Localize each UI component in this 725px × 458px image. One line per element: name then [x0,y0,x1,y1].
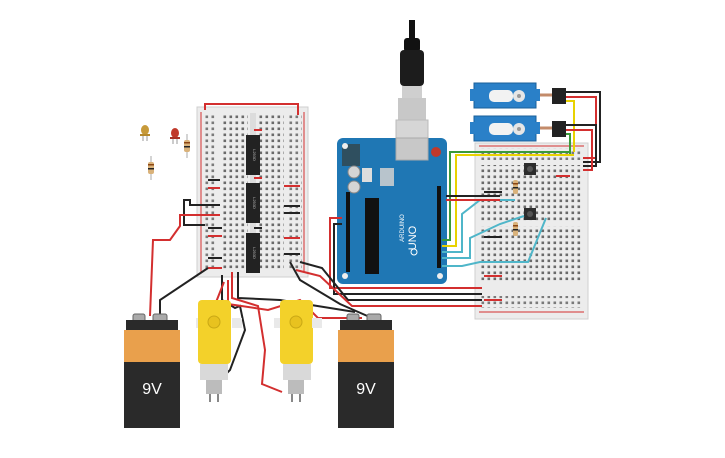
resistor-4 [513,222,518,236]
arduino-uno: ARDUINO UNO [337,137,447,284]
usb-cable [395,20,429,139]
chip-label: L293D [252,197,257,209]
push-button-2 [524,208,536,220]
motor-driver-chip-3: L293D [246,233,260,273]
battery-right: 9V [338,313,394,428]
dc-motor-left [196,300,242,402]
arduino-model-label: UNO [407,225,419,250]
resistor-3 [513,180,518,194]
servo-top [470,82,566,109]
resistor-1 [184,134,190,158]
motor-driver-chip-2: L293D [246,183,260,223]
led-orange [140,125,150,141]
servo-bottom [470,115,566,142]
chip-label: L293D [252,149,257,161]
led-red [170,128,180,144]
push-button-1 [524,163,536,175]
servo-wires [566,91,601,171]
chip-label: L293D [252,247,257,259]
power-wires [237,217,482,313]
dc-motor-right [274,300,322,402]
left-breadboard-jumpers [208,129,300,269]
battery-left: 9V [124,313,180,428]
battery-voltage-label: 9V [356,381,376,398]
motor-driver-chip-1: L293D [246,135,260,175]
battery-voltage-label: 9V [142,381,162,398]
resistor-2 [148,156,154,180]
signal-wires [442,151,574,267]
top-power-jumper [204,103,299,115]
arduino-brand-label: ARDUINO [400,214,406,242]
